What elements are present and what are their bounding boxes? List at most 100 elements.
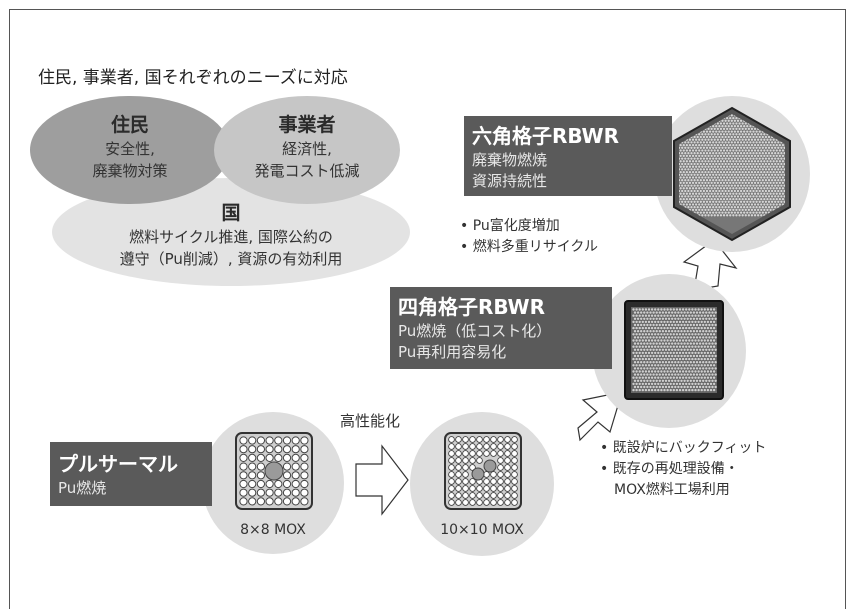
fuel-rod: [755, 195, 758, 198]
fuel-rod: [696, 206, 699, 209]
fuel-rod: [755, 184, 758, 187]
fuel-rod: [701, 181, 704, 185]
fuel-rod: [791, 144, 792, 146]
fuel-rod: [687, 173, 690, 176]
fuel-rod: [783, 162, 785, 166]
fuel-rod: [633, 348, 637, 351]
fuel-rod: [753, 165, 757, 168]
fuel-rod: [694, 382, 697, 386]
fuel-rod: [646, 342, 649, 345]
fuel-rod: [732, 154, 735, 158]
fuel-rod: [469, 450, 476, 457]
fuel-rod: [705, 330, 708, 333]
fuel-rod: [718, 109, 720, 111]
fuel-rod: [711, 348, 714, 351]
fuel-rod: [698, 192, 701, 195]
fuel-rod: [704, 170, 707, 174]
fuel-rod: [709, 308, 713, 311]
fuel-rod: [695, 176, 698, 179]
fuel-rod: [691, 357, 694, 361]
fuel-rod: [709, 326, 713, 330]
fuel-rod: [758, 119, 761, 122]
fuel-rod: [755, 146, 758, 149]
fuel-rod: [747, 160, 750, 163]
fuel-rod: [643, 342, 646, 345]
fuel-rod: [764, 162, 768, 166]
fuel-rod: [649, 354, 652, 358]
fuel-rod: [690, 114, 693, 117]
fuel-rod: [732, 133, 735, 136]
fuel-rod: [769, 203, 772, 206]
fuel-rod: [655, 317, 658, 320]
fuel-rod: [704, 112, 706, 114]
fuel-rod: [738, 138, 741, 141]
fuel-rod: [646, 373, 649, 376]
fuel-rod: [678, 109, 680, 111]
fuel-rod: [744, 138, 747, 141]
fuel-rod: [650, 388, 654, 392]
fuel-rod: [681, 189, 684, 193]
fuel-rod: [769, 197, 772, 201]
fuel-rod: [643, 354, 646, 358]
fuel-rod: [692, 354, 696, 358]
fuel-rod: [702, 354, 705, 358]
fuel-rod: [685, 339, 688, 342]
fuel-rod: [710, 176, 713, 179]
fuel-rod: [636, 373, 640, 376]
fuel-rod: [712, 109, 714, 111]
fuel-rod: [786, 125, 788, 127]
fuel-rod: [772, 143, 775, 147]
fuel-rod: [644, 357, 648, 361]
fuel-rod: [715, 130, 718, 133]
fuel-rod: [654, 382, 657, 386]
fuel-rod: [669, 339, 672, 342]
fuel-rod: [684, 141, 687, 144]
fuel-rod: [774, 168, 777, 171]
fuel-rod: [708, 330, 711, 333]
fuel-rod: [688, 127, 692, 131]
fuel-rod: [641, 326, 644, 330]
fuel-rod: [677, 379, 680, 382]
fuel-rod: [643, 373, 646, 376]
fuel-rod: [702, 130, 706, 133]
fuel-rod: [638, 326, 641, 330]
fuel-rod: [679, 176, 682, 179]
fuel-rod: [689, 367, 692, 370]
fuel-rod: [739, 173, 743, 176]
fuel-rod: [476, 436, 483, 443]
fuel-rod: [682, 214, 685, 217]
fuel-rod: [712, 146, 715, 149]
fuel-rod: [766, 203, 769, 206]
fuel-rod: [714, 317, 717, 320]
fuel-rod: [758, 146, 761, 149]
fuel-rod: [769, 154, 772, 158]
fuel-rod: [733, 211, 737, 214]
fuel-rod: [698, 379, 702, 382]
fuel-rod: [256, 436, 265, 445]
fuel-rod: [726, 149, 729, 152]
fuel-rod: [719, 154, 723, 158]
fuel-rod: [650, 314, 654, 317]
fuel-rod: [646, 367, 649, 370]
fuel-rod: [708, 146, 712, 149]
residents-ellipse: 住民 安全性, 廃棄物対策: [30, 96, 230, 204]
fuel-rod: [678, 314, 682, 317]
fuel-rod: [696, 168, 699, 171]
fuel-rod: [761, 173, 764, 176]
fuel-rod: [707, 154, 710, 158]
fuel-rod: [770, 157, 774, 160]
fuel-rod: [685, 122, 688, 125]
fuel-rod: [681, 364, 685, 367]
fuel-rod: [661, 336, 665, 339]
fuel-rod: [778, 149, 781, 152]
fuel-rod: [707, 208, 710, 212]
fuel-rod: [750, 127, 754, 131]
fuel-rod: [696, 162, 699, 166]
fuel-rod: [282, 445, 292, 454]
fuel-rod: [770, 114, 774, 117]
fuel-rod: [729, 160, 732, 163]
fuel-rod: [729, 214, 732, 217]
fuel-rod: [736, 168, 740, 171]
fuel-rod: [679, 165, 682, 168]
fuel-rod: [729, 122, 732, 125]
